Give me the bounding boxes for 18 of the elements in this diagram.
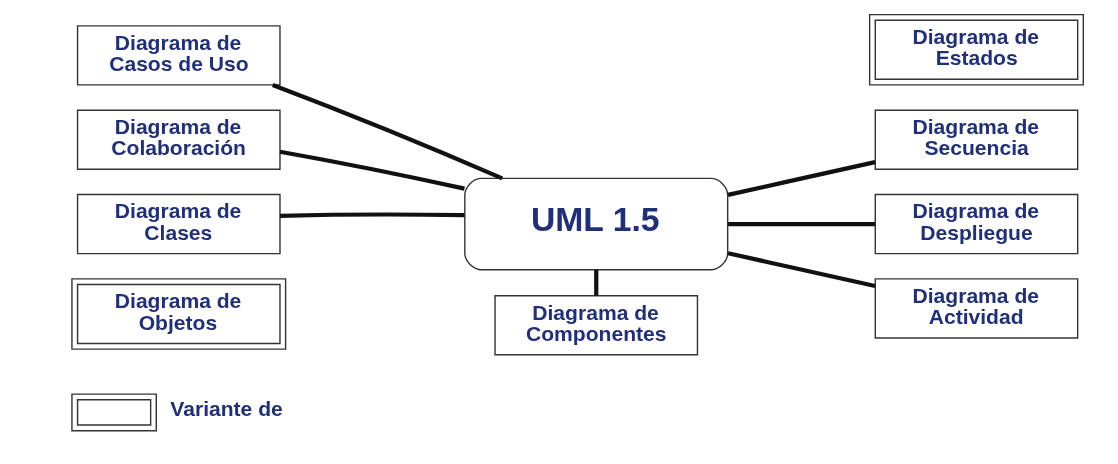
node-box: Diagrama de Estados (868, 13, 1084, 86)
legend-label: Variante de (170, 396, 283, 420)
node-box: Diagrama de Clases (76, 193, 281, 254)
node-box: UML 1.5 (464, 177, 729, 270)
node-box: Diagrama de Despliegue (874, 193, 1079, 254)
node-box: Diagrama de Casos de Uso (76, 24, 281, 86)
connector (728, 221, 876, 226)
connector (727, 159, 876, 197)
connector (271, 82, 504, 180)
node-box: Diagrama de Colaboración (76, 109, 281, 170)
connector (594, 269, 599, 296)
connector (727, 250, 876, 288)
node-box: Diagrama de Actividad (874, 277, 1079, 339)
node-box: Diagrama de Objetos (71, 277, 287, 350)
node-box: Diagrama de Secuencia (874, 109, 1079, 170)
connector (279, 149, 465, 191)
connector (280, 211, 465, 218)
node-box: Diagrama de Componentes (494, 294, 699, 355)
